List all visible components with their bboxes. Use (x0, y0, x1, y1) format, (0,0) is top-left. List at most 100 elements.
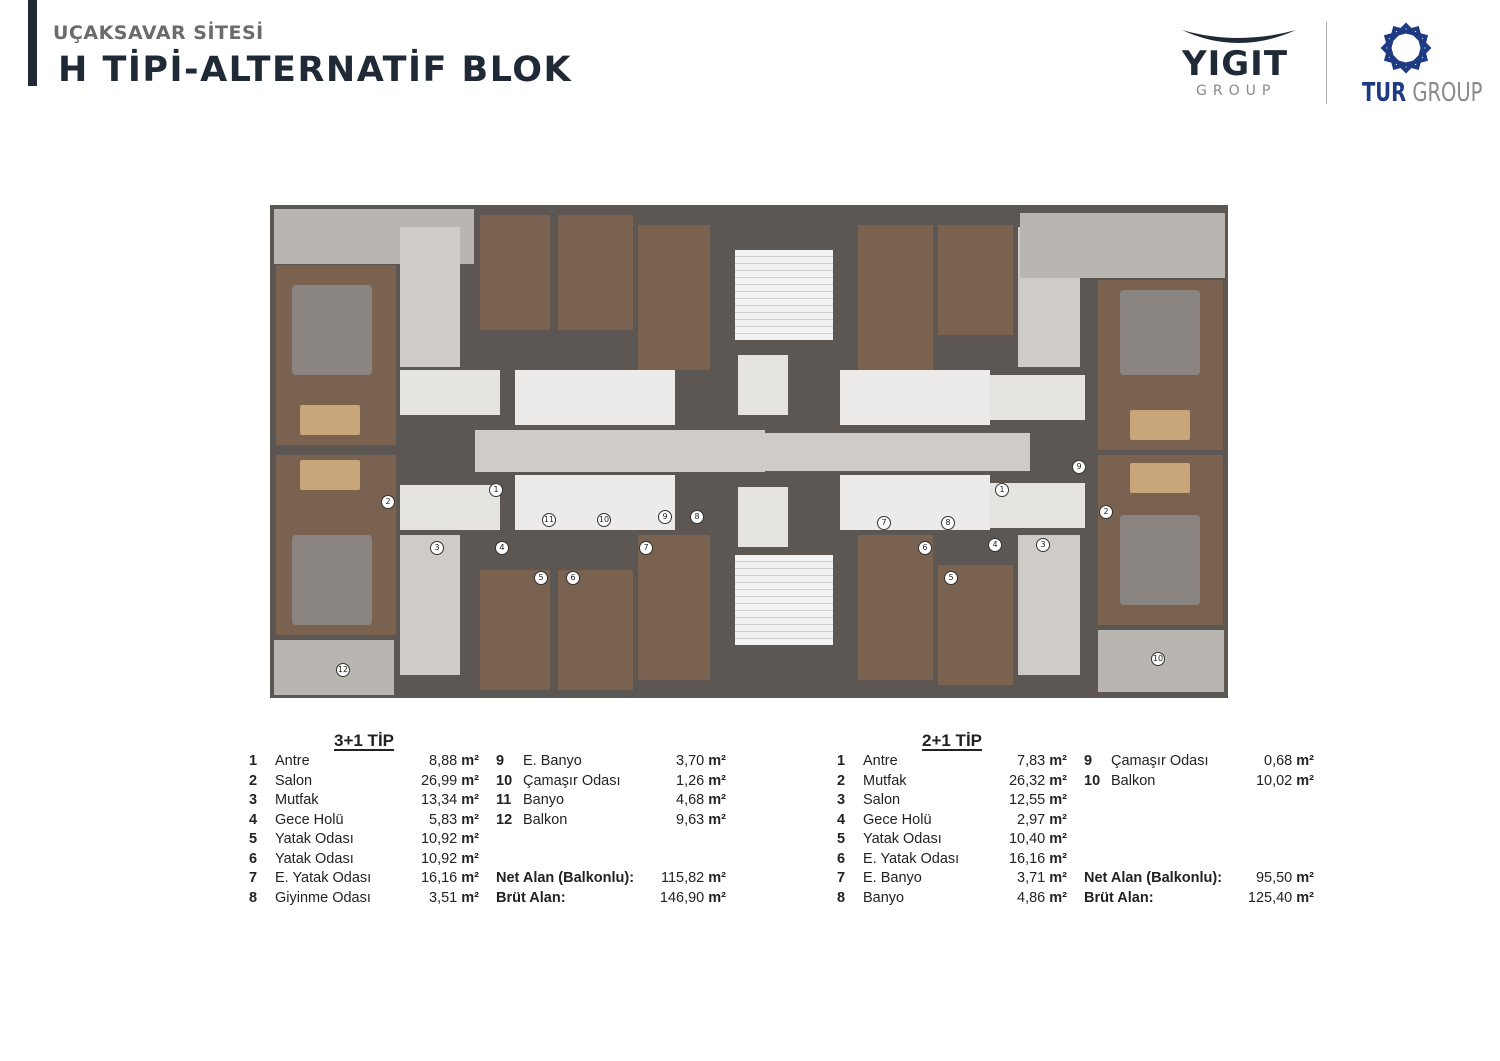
master-bedroom-bottom-left (638, 535, 710, 680)
bedroom-right (938, 225, 1013, 335)
elevator-bottom (738, 487, 788, 547)
master-bedroom-left (638, 225, 710, 370)
dining-table (300, 405, 360, 435)
room-marker: 10 (1151, 652, 1165, 666)
yigit-group-logo: YIGIT GROUP (1176, 28, 1301, 100)
room-name: Antre (275, 753, 310, 769)
tur-logo-text: TUR GROUP (1362, 78, 1483, 108)
room-marker: 7 (639, 541, 653, 555)
room-number: 1 (249, 753, 258, 769)
room-area: 1,26 m² (676, 772, 726, 789)
room-name: E. Banyo (863, 870, 922, 886)
room-row: 7 E. Yatak Odası 16,16 m² (249, 869, 489, 888)
room-area: 10,92 m² (420, 850, 479, 867)
room-number: 7 (837, 870, 846, 886)
net-area-row: Net Alan (Balkonlu):95,50 m² (1084, 869, 1324, 888)
tur-group-emblem-icon (1380, 22, 1432, 74)
rug (1120, 515, 1200, 605)
room-name: Banyo (523, 792, 565, 808)
room-number: 6 (249, 850, 258, 867)
room-number: 4 (249, 811, 258, 828)
room-name: E. Yatak Odası (275, 870, 372, 886)
room-number: 2 (249, 772, 258, 789)
room-number: 6 (837, 850, 846, 867)
hall-right (990, 375, 1085, 420)
bedroom-left-2 (558, 215, 633, 330)
room-area: 16,16 m² (420, 870, 479, 886)
room-marker: 1 (995, 483, 1009, 497)
room-number: 9 (1084, 753, 1093, 769)
legend-title: 3+1 TİP (334, 731, 395, 750)
room-name: Balkon (523, 811, 568, 828)
room-name: Mutfak (863, 772, 907, 789)
room-marker: 12 (336, 663, 350, 677)
room-marker: 7 (877, 516, 891, 530)
room-area: 9,63 m² (676, 811, 726, 828)
room-number: 4 (837, 811, 846, 828)
room-number: 3 (249, 792, 258, 808)
bathrooms-left (515, 370, 675, 425)
yigit-arc-icon (1182, 30, 1296, 43)
room-name: Giyinme Odası (275, 889, 371, 906)
room-name: E. Banyo (523, 753, 582, 769)
elevator-top (738, 355, 788, 415)
site-name: UÇAKSAVAR SİTESİ (53, 22, 264, 44)
balcony-top-right (1020, 213, 1225, 278)
room-name: Antre (863, 753, 898, 769)
net-area-row: Net Alan (Balkonlu):115,82 m² (496, 869, 736, 888)
gross-area-row: Brüt Alan:146,90 m² (496, 889, 736, 908)
corridor-right (845, 433, 1030, 471)
room-name: Mutfak (275, 792, 319, 808)
legend-title: 2+1 TİP (922, 731, 983, 750)
gross-area-label: Brüt Alan: (1084, 889, 1154, 906)
room-number: 1 (837, 753, 846, 769)
room-area: 4,86 m² (1017, 889, 1067, 906)
room-marker: 5 (944, 571, 958, 585)
room-area: 7,83 m² (1017, 753, 1067, 769)
room-number: 7 (249, 870, 258, 886)
room-marker: 11 (542, 513, 556, 527)
net-area-label: Net Alan (Balkonlu): (1084, 870, 1223, 886)
room-name: Çamaşır Odası (523, 772, 621, 789)
yigit-logo-text: YIGIT (1182, 44, 1289, 84)
room-marker: 4 (988, 538, 1002, 552)
room-area: 5,83 m² (429, 811, 479, 828)
bathrooms-bottom-left (515, 475, 675, 530)
kitchen-bottom-right (1018, 535, 1080, 675)
bedroom-bottom-left-2 (558, 570, 633, 690)
room-row: 1 Antre 7,83 m² (837, 752, 1077, 771)
gross-area-row: Brüt Alan:125,40 m² (1084, 889, 1324, 908)
kitchen-top-left (400, 227, 460, 367)
logo-divider (1326, 22, 1327, 104)
room-row: 12 Balkon 9,63 m² (496, 811, 736, 830)
yigit-logo-subtext: GROUP (1196, 83, 1277, 99)
room-marker: 2 (381, 495, 395, 509)
bathrooms-right (840, 370, 990, 425)
bedroom-bottom-right (938, 565, 1013, 685)
page-title: H TİPİ-ALTERNATİF BLOK (58, 50, 573, 90)
hall-left (400, 370, 500, 415)
room-marker: 10 (597, 513, 611, 527)
bedroom-bottom-left-1 (480, 570, 550, 690)
room-area: 10,02 m² (1255, 772, 1314, 789)
rug (1120, 290, 1200, 375)
room-number: 12 (496, 811, 513, 828)
room-row: 1 Antre 8,88 m² (249, 752, 489, 771)
room-number: 9 (496, 753, 505, 769)
room-name: Gece Holü (863, 811, 932, 828)
room-marker: 5 (534, 571, 548, 585)
room-area: 8,88 m² (429, 753, 479, 769)
room-name: Yatak Odası (863, 831, 942, 847)
room-number: 10 (1084, 772, 1101, 789)
